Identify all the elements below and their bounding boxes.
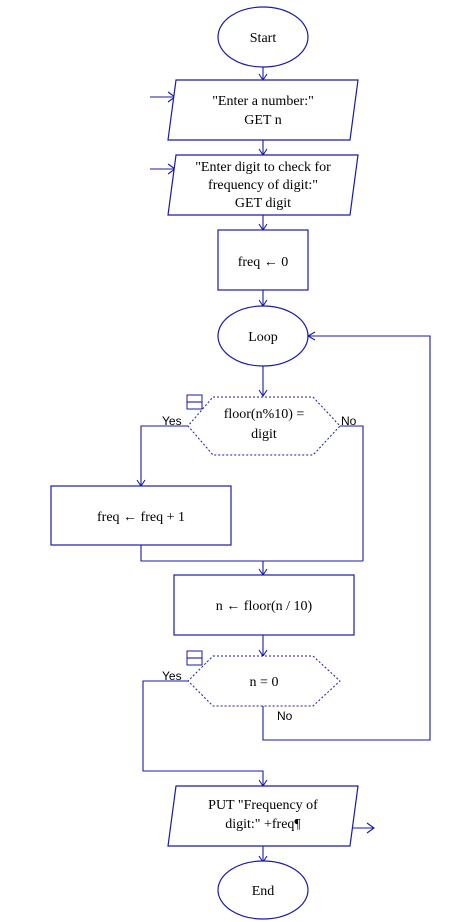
decision2-no-loopback	[262, 335, 431, 741]
decision2-label: n = 0	[250, 675, 279, 690]
decision1-no-path	[340, 425, 364, 561]
assign-freq-label: freq ← 0	[238, 255, 289, 270]
increment-label: freq ← freq + 1	[97, 510, 185, 525]
decision1-yes-label: Yes	[162, 414, 182, 428]
input-enter-digit[interactable]	[167, 154, 359, 216]
increment-freq[interactable]	[50, 485, 232, 546]
end-label: End	[252, 884, 275, 899]
assign-freq-zero[interactable]	[217, 229, 309, 291]
decision2-no-label: No	[277, 709, 293, 723]
decision1-no-label: No	[341, 414, 357, 428]
input2-line1: "Enter digit to check for	[195, 160, 331, 175]
divide-n[interactable]	[173, 574, 355, 636]
loop-label: Loop	[248, 330, 278, 345]
output-line1: PUT "Frequency of	[208, 798, 318, 813]
input1-line1: "Enter a number:"	[212, 94, 314, 109]
decision-digit-match[interactable]	[187, 396, 341, 456]
input2-line3: GET digit	[235, 196, 291, 211]
input2-line2: frequency of digit:"	[208, 178, 318, 193]
output-frequency[interactable]	[167, 785, 359, 847]
decision1-line2: digit	[251, 427, 277, 442]
arrow-into-decision1	[258, 389, 268, 397]
input-enter-number[interactable]	[167, 79, 359, 141]
output-line2: digit:" +freq¶	[225, 817, 301, 832]
output-exit-arrowhead	[366, 822, 375, 834]
end-terminal[interactable]	[217, 860, 309, 920]
arrow-into-loop-back	[306, 331, 316, 341]
divide-label: n ← floor(n / 10)	[216, 599, 313, 614]
decision1-line1: floor(n%10) =	[224, 407, 305, 422]
input1-line2: GET n	[244, 113, 281, 128]
decision1-yes-path	[140, 425, 188, 486]
increment-merge-path	[140, 545, 363, 562]
start-label: Start	[250, 31, 277, 46]
decision2-yes-path	[142, 680, 264, 786]
decision2-yes-label: Yes	[162, 669, 182, 683]
